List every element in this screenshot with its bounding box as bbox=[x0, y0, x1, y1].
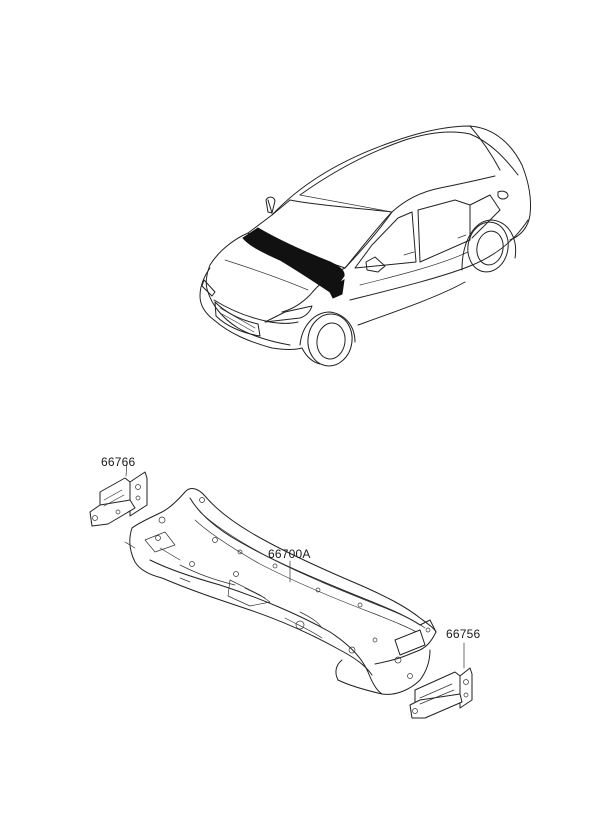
part-number-66766: 66766 bbox=[101, 455, 136, 469]
part-number-66700A: 66700A bbox=[268, 547, 311, 561]
sedan-car-illustration bbox=[199, 125, 531, 367]
bracket-illustration-right bbox=[409, 642, 473, 719]
bracket-illustration-left bbox=[89, 461, 148, 527]
part-number-66756: 66756 bbox=[446, 627, 481, 641]
cowl-panel-illustration bbox=[124, 488, 437, 695]
cowl-highlight bbox=[242, 227, 345, 293]
